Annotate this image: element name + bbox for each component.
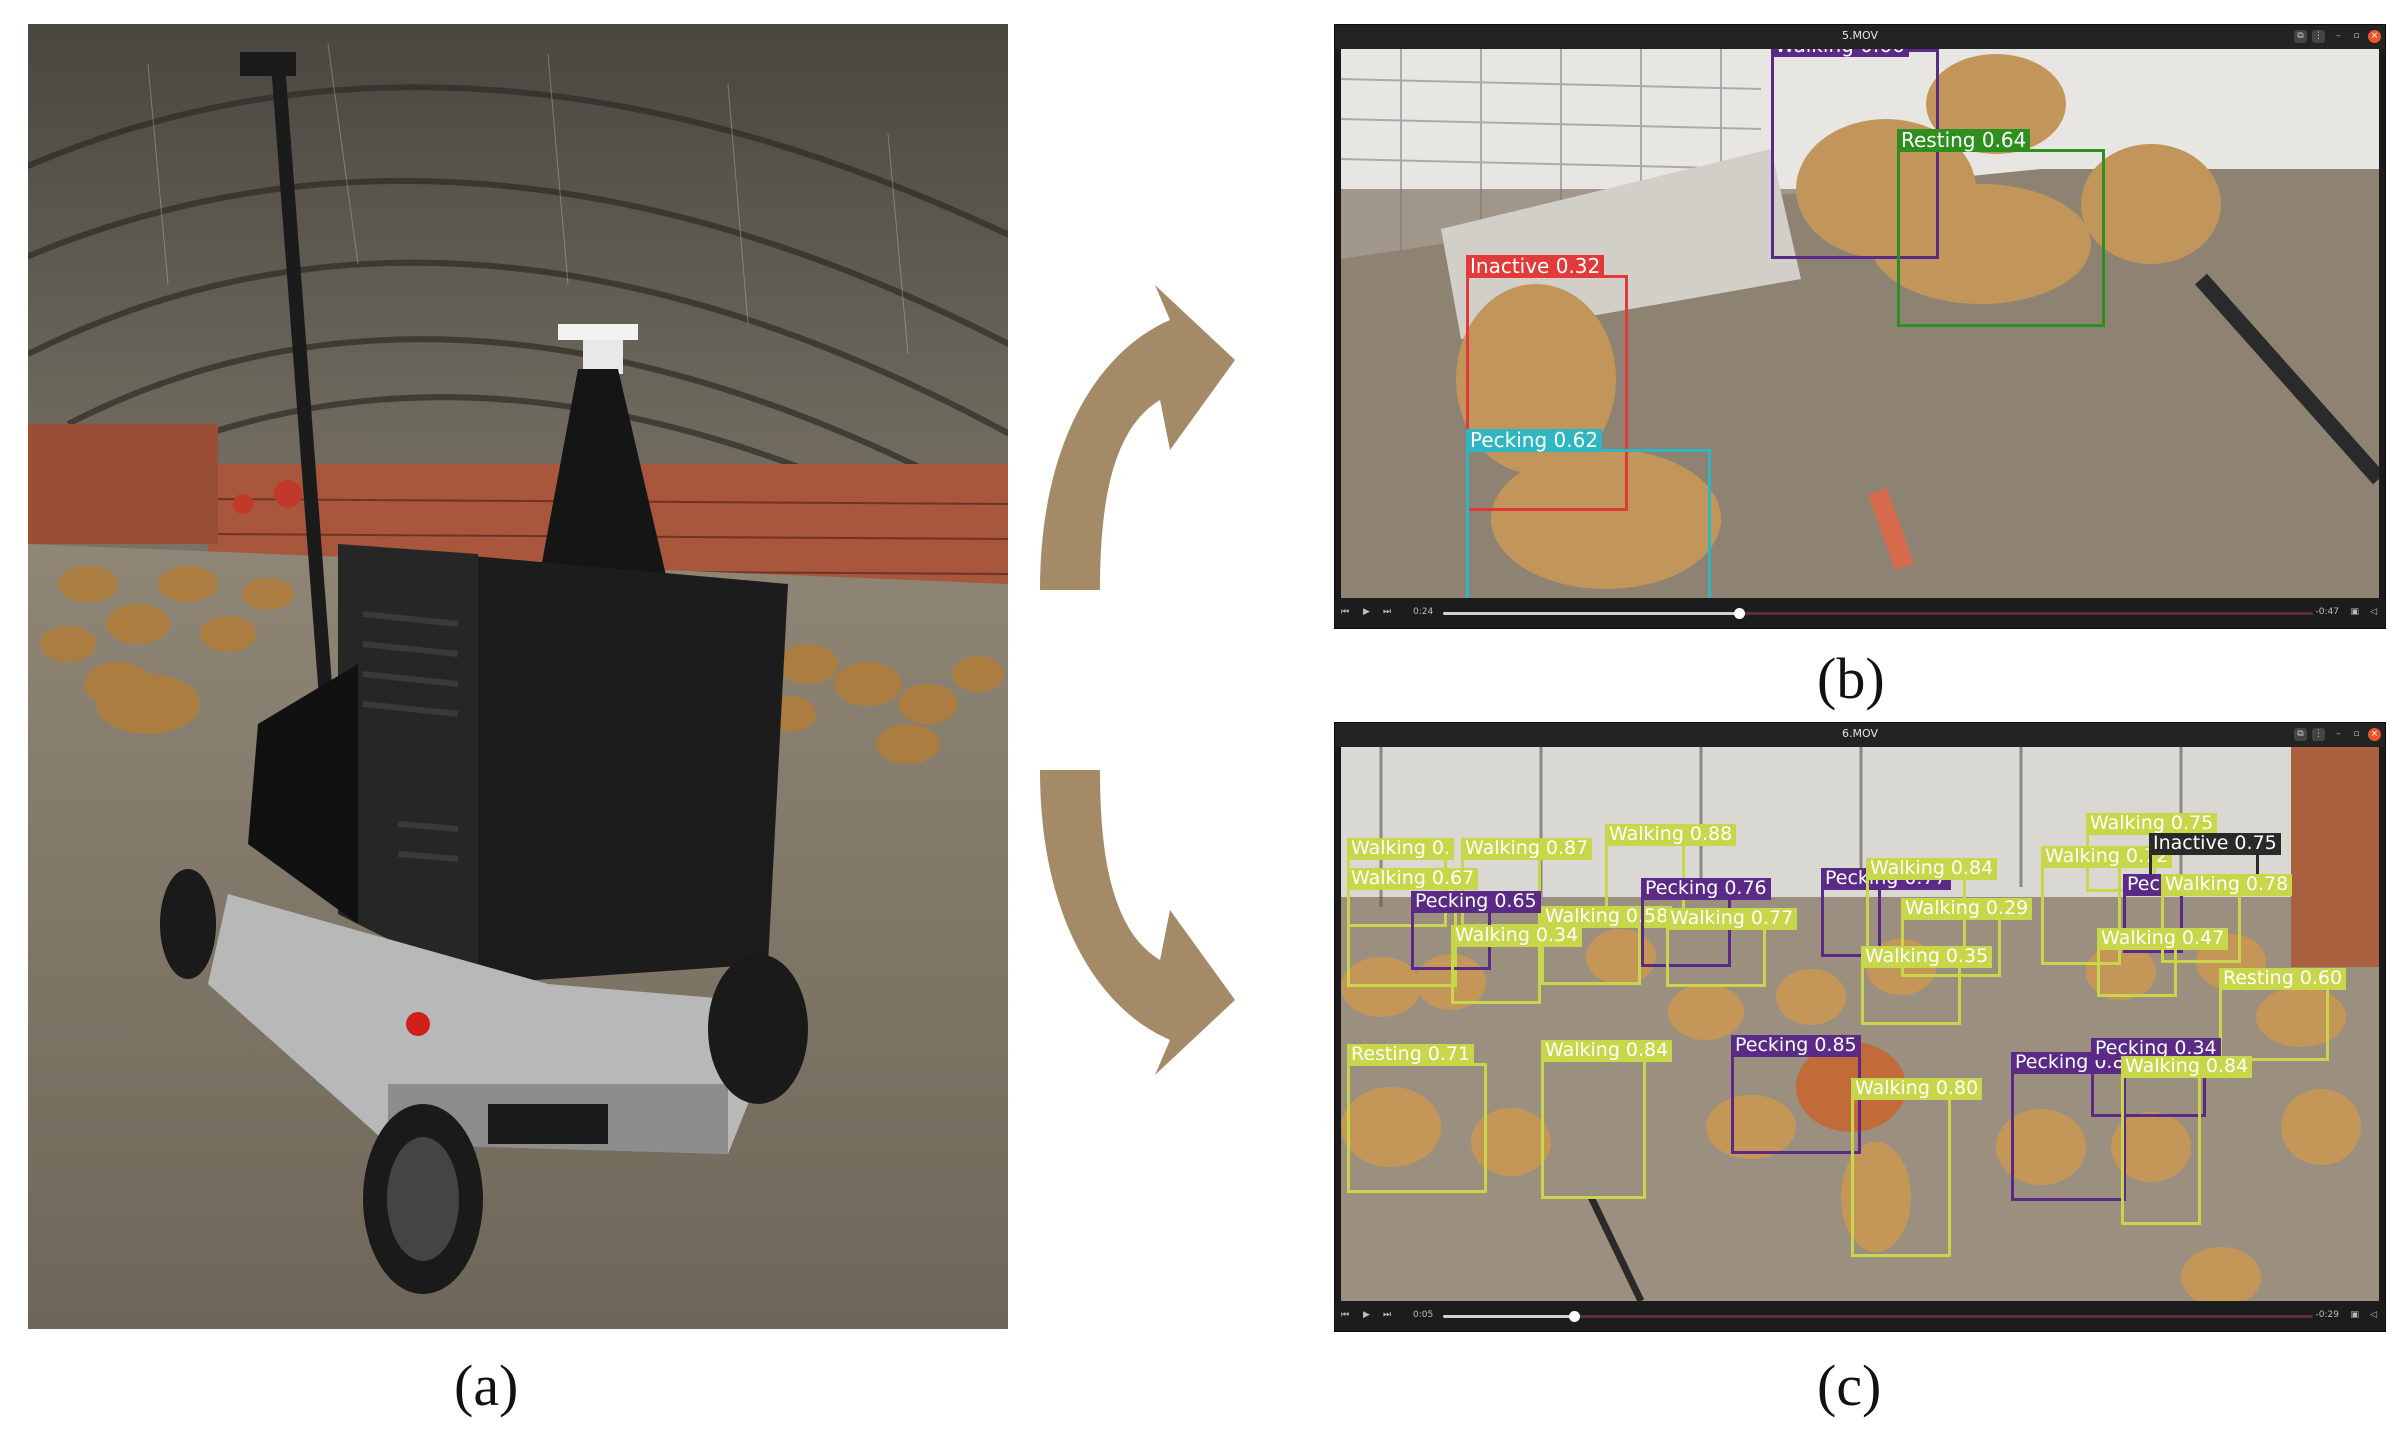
- detection-label: Walking 0.88: [1605, 823, 1737, 846]
- time-elapsed: 0:05: [1413, 1310, 1434, 1320]
- detection-label: Resting 0.64: [1897, 129, 2031, 152]
- pip-icon[interactable]: ▣: [2350, 607, 2359, 617]
- seek-bar[interactable]: [1443, 608, 2313, 619]
- video-frame: [1341, 747, 2379, 1301]
- maximize-icon[interactable]: ▫: [2353, 31, 2360, 41]
- detection-label: Walking 0.35: [1861, 945, 1993, 968]
- caption-a: (a): [454, 1353, 519, 1418]
- detection-box: Walking 0.72: [2041, 845, 2173, 965]
- seek-handle[interactable]: [1568, 1311, 1580, 1322]
- detection-label: Pecking 0.65: [1411, 890, 1541, 913]
- window-title: 5.MOV: [1842, 29, 1878, 42]
- detection-box: Resting 0.64: [1897, 129, 2105, 327]
- detection-label: Walking 0.72: [2041, 845, 2173, 868]
- robot-photo: [28, 24, 1008, 1329]
- detection-box: Walking 0.35: [1861, 945, 1993, 1025]
- detection-label: Walking 0.47: [2097, 927, 2229, 950]
- time-elapsed: 0:24: [1413, 607, 1434, 617]
- pip-icon[interactable]: ▣: [2350, 1310, 2359, 1320]
- detection-label: Inactive 0.32: [1466, 255, 1605, 278]
- skip-back-icon[interactable]: ⏮: [1341, 1310, 1350, 1320]
- detection-label: Pecking 0.76: [1641, 877, 1771, 900]
- skip-back-icon[interactable]: ⏮: [1341, 607, 1350, 617]
- detection-label: Pecking 0.62: [1466, 429, 1603, 452]
- detection-label: Walking 0.84: [1541, 1039, 1673, 1062]
- detection-label: Resting 0.60: [2219, 967, 2347, 990]
- detection-label: Walking 0.29: [1901, 897, 2033, 920]
- more-icon[interactable]: ⋮: [2312, 30, 2325, 43]
- detection-label: Walking 0.58: [1541, 905, 1673, 928]
- minimize-icon[interactable]: –: [2336, 729, 2341, 739]
- detection-label: Walking 0.78: [2161, 873, 2293, 896]
- skip-forward-icon[interactable]: ⏭: [1383, 1310, 1392, 1320]
- detection-label: Pecking 0.34: [2091, 1037, 2221, 1060]
- detection-label: Walking 0.77: [1666, 907, 1798, 930]
- detection-box: Walking 0.47: [2097, 927, 2229, 997]
- detections-layer: Walking 0. Walking 0.87 Walking 0.88 Wal…: [1341, 747, 2379, 1301]
- playback-controls: ⏮ ▶ ⏭ 0:05 -0:29 ▣ ◁: [1335, 1301, 2385, 1331]
- close-icon[interactable]: ×: [2368, 728, 2381, 741]
- detection-box: Pecking 0.34: [2091, 1037, 2221, 1117]
- detection-box: Walking 0.34: [1451, 924, 1583, 1004]
- detection-box: Pecking 0.85: [1731, 1034, 1861, 1154]
- more-icon[interactable]: ⋮: [2312, 728, 2325, 741]
- seek-handle[interactable]: [1733, 608, 1745, 619]
- detection-box: Inactive 0.32: [1466, 255, 1628, 511]
- skip-forward-icon[interactable]: ⏭: [1383, 607, 1392, 617]
- detection-box: Pecking 0.62: [1466, 429, 1711, 598]
- detection-box: Walking 0.75: [2086, 812, 2218, 892]
- detection-box: Walking 0.66: [1771, 49, 1939, 259]
- detection-label: Walking 0.: [1347, 837, 1455, 860]
- close-icon[interactable]: ×: [2368, 30, 2381, 43]
- minimize-icon[interactable]: –: [2336, 31, 2341, 41]
- detection-box: Walking 0.77: [1666, 907, 1798, 987]
- video-player-b: 5.MOV ⧉ ⋮ – ▫ ×: [1334, 24, 2386, 629]
- title-bar: 6.MOV ⧉ ⋮ – ▫ ×: [1335, 723, 2385, 747]
- share-icon[interactable]: ⧉: [2294, 30, 2307, 43]
- time-remaining: -0:29: [2315, 1310, 2339, 1320]
- play-icon[interactable]: ▶: [1363, 1310, 1370, 1320]
- detection-label: Walking 0.34: [1451, 924, 1583, 947]
- detection-box: Walking 0.58: [1541, 905, 1673, 985]
- detection-box: Walking 0.78: [2161, 873, 2293, 963]
- caption-c: (c): [1817, 1353, 1882, 1418]
- title-bar: 5.MOV ⧉ ⋮ – ▫ ×: [1335, 25, 2385, 49]
- arrow-down-icon: [1040, 770, 1235, 1075]
- detection-box: Pecking 0.76: [1641, 877, 1771, 967]
- detection-box: Resting 0.60: [2219, 967, 2347, 1061]
- arrow-up-icon: [1040, 285, 1235, 590]
- detection-label: Inactive 0.75: [2149, 832, 2281, 855]
- caption-b: (b): [1817, 646, 1885, 711]
- maximize-icon[interactable]: ▫: [2353, 729, 2360, 739]
- detection-box: Walking 0.80: [1851, 1077, 1983, 1257]
- video-frame: Walking 0.66 Resting 0.64 Inactive 0.32 …: [1341, 49, 2379, 598]
- flow-arrows: [1020, 260, 1260, 1100]
- share-icon[interactable]: ⧉: [2294, 728, 2307, 741]
- play-icon[interactable]: ▶: [1363, 607, 1370, 617]
- video-player-c: 6.MOV ⧉ ⋮ – ▫ ×: [1334, 722, 2386, 1332]
- detection-label: Walking 0.75: [2086, 812, 2218, 835]
- detection-label: Pecking 0.85: [1731, 1034, 1861, 1057]
- detection-box: Walking 0.88: [1605, 823, 1737, 913]
- seek-bar[interactable]: [1443, 1311, 2313, 1322]
- detection-box: Walking 0.84: [1541, 1039, 1673, 1199]
- detection-label: Walking 0.87: [1461, 837, 1593, 860]
- detection-label: Walking 0.84: [2121, 1055, 2253, 1078]
- detection-box: Inactive 0.75: [2149, 832, 2281, 892]
- time-remaining: -0:47: [2315, 607, 2339, 617]
- playback-controls: ⏮ ▶ ⏭ 0:24 -0:47 ▣ ◁: [1335, 598, 2385, 628]
- detection-label: Walking 0.67: [1347, 867, 1479, 890]
- detection-label: Walking 0.66: [1771, 49, 1909, 57]
- detection-label: Walking 0.80: [1851, 1077, 1983, 1100]
- detection-label: Resting 0.71: [1347, 1043, 1475, 1066]
- detection-label: Walking 0.84: [1866, 857, 1998, 880]
- volume-icon[interactable]: ◁: [2370, 607, 2377, 617]
- detection-box: Resting 0.71: [1347, 1043, 1487, 1193]
- window-title: 6.MOV: [1842, 727, 1878, 740]
- detection-box: Walking 0.84: [2121, 1055, 2253, 1225]
- volume-icon[interactable]: ◁: [2370, 1310, 2377, 1320]
